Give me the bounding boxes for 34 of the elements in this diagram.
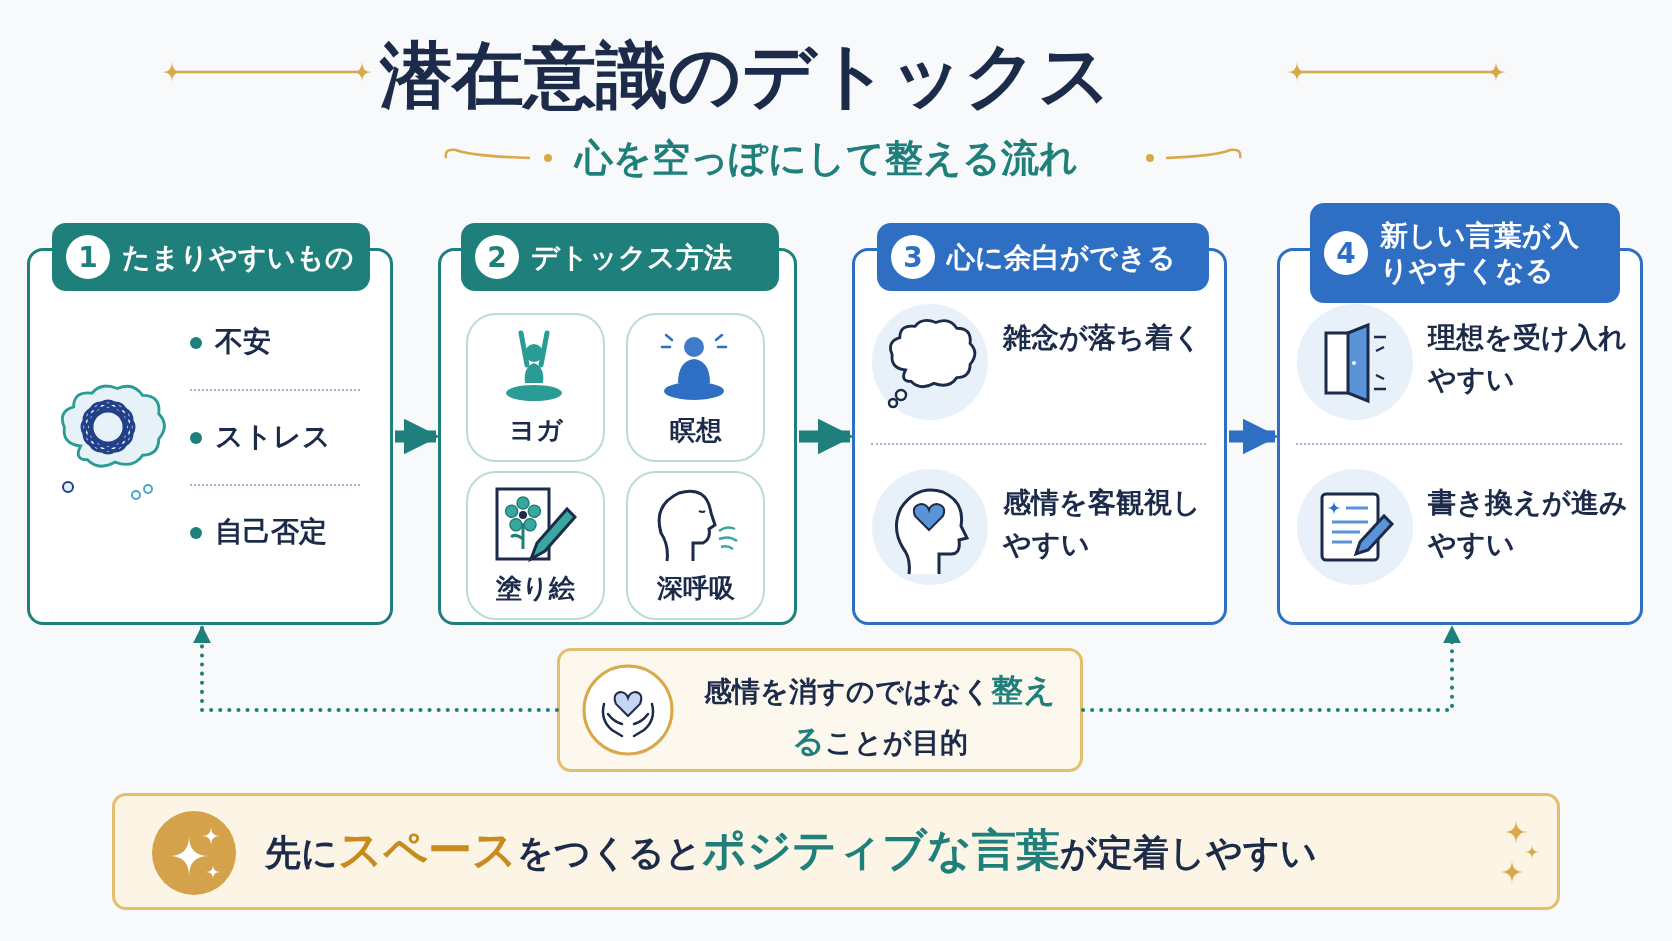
method-card (466, 471, 605, 620)
step-number: 4 (1324, 231, 1368, 275)
title: 潜在意識のデトックス (380, 32, 1112, 119)
list-item: 不安 (215, 324, 271, 360)
subtitle: 心を空っぽにして整える流れ (575, 135, 1078, 181)
list-item: 自己否定 (215, 514, 327, 550)
item-text: 雑念が落ち着く (1003, 320, 1203, 356)
step-heading: たまりやすいもの (122, 239, 354, 275)
method-label: 塗り絵 (495, 572, 576, 605)
item-text: 理想を受け入れやすい (1428, 320, 1628, 398)
note-box (557, 648, 1083, 772)
list-item: ストレス (215, 419, 331, 455)
step-heading: 心に余白ができる (947, 239, 1176, 275)
method-card (466, 313, 605, 462)
note-text: 感情を消すのではなく整えることが目的 (703, 670, 1057, 763)
step-heading: 新しい言葉が入りやすくなる (1380, 218, 1580, 288)
method-label: ヨガ (507, 414, 564, 447)
method-card (626, 471, 765, 620)
item-text: 感情を客観視しやすい (1003, 485, 1202, 563)
step-number: 3 (891, 235, 935, 279)
method-card (626, 313, 765, 462)
item-text: 書き換えが進みやすい (1428, 485, 1629, 563)
dotted-arrow (193, 625, 559, 712)
summary-banner (112, 793, 1560, 910)
step-heading: デトックス方法 (531, 239, 732, 275)
arrow (1229, 418, 1279, 455)
method-label: 深呼吸 (655, 572, 736, 605)
dotted-arrow (1081, 625, 1461, 712)
arrow (395, 418, 440, 455)
method-label: 瞑想 (668, 414, 723, 447)
step-number: 1 (66, 235, 110, 279)
step-number: 2 (475, 235, 519, 279)
arrow (799, 418, 854, 455)
summary-text: 先にスペースをつくるとポジティブな言葉が定着しやすい (265, 823, 1318, 877)
